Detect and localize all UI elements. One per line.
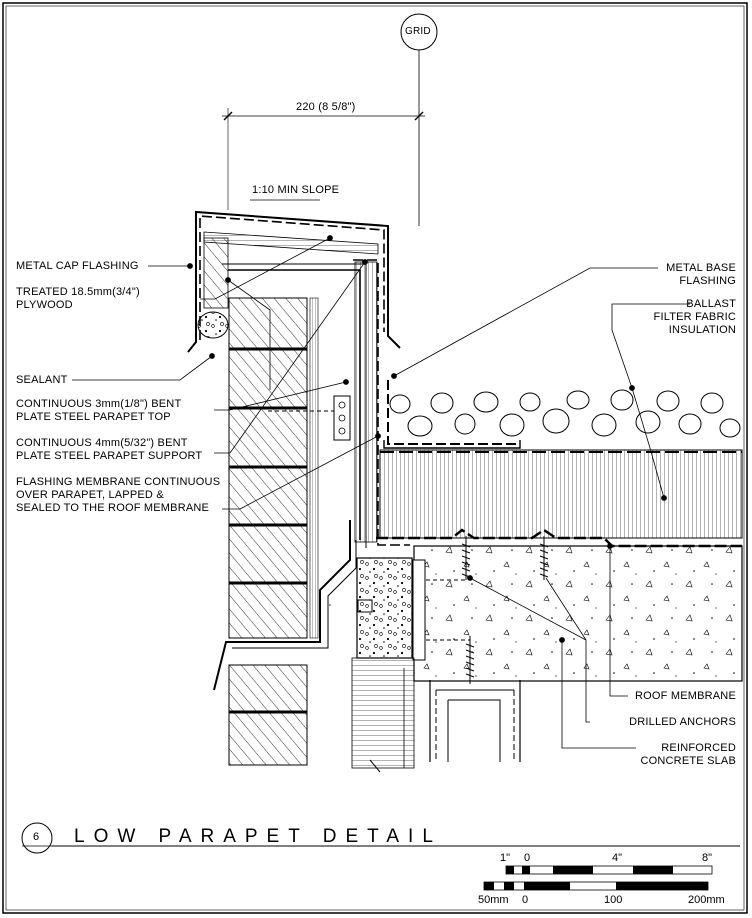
ballast-stones	[389, 389, 741, 438]
slope-label: 1:10 MIN SLOPE	[252, 184, 340, 196]
label-plywood-line2: PLYWOOD	[16, 299, 73, 311]
label-parapet-support-line2: PLATE STEEL PARAPET SUPPORT	[16, 450, 203, 462]
label-roof-membrane: ROOF MEMBRANE	[635, 690, 736, 702]
label-metal-cap-flashing: METAL CAP FLASHING	[16, 260, 139, 272]
label-parapet-top-line1: CONTINUOUS 3mm(1/8") BENT	[16, 398, 182, 410]
parapet-support-plate	[268, 259, 410, 546]
scale-metric-100: 100	[604, 894, 623, 906]
drilled-anchors	[426, 536, 549, 684]
label-membrane-line1: FLASHING MEMBRANE CONTINUOUS	[16, 476, 221, 488]
steel-channel	[429, 680, 521, 762]
concrete-curb	[356, 557, 413, 659]
label-slab-line2: CONCRETE SLAB	[640, 755, 736, 767]
scale-metric-0: 0	[522, 894, 529, 906]
label-membrane-line2: OVER PARAPET, LAPPED &	[16, 489, 164, 501]
label-membrane-line3: SEALED TO THE ROOF MEMBRANE	[16, 502, 210, 514]
metal-base-flashing	[383, 440, 521, 449]
grid-marker	[400, 13, 438, 226]
label-base-flashing-line2: FLASHING	[679, 275, 736, 287]
dimension-line	[222, 108, 425, 210]
label-insulation: INSULATION	[668, 324, 736, 336]
dimension-label: 220 (8 5/8")	[296, 101, 356, 113]
scale-imperial-8in: 8"	[702, 852, 713, 864]
label-ballast: BALLAST	[686, 298, 736, 310]
sealant-bead	[197, 311, 229, 339]
label-plywood-line1: TREATED 18.5mm(3/4")	[16, 286, 140, 298]
scale-imperial-0: 0	[524, 852, 531, 864]
scale-imperial-4in: 4"	[612, 852, 623, 864]
masonry-wall	[228, 297, 319, 766]
detail-title: LOW PARAPET DETAIL	[74, 826, 442, 847]
scale-metric-200mm: 200mm	[688, 894, 725, 906]
label-base-flashing-line1: METAL BASE	[666, 262, 736, 274]
grid-label: GRID	[405, 26, 431, 37]
label-drilled-anchors: DRILLED ANCHORS	[629, 716, 736, 728]
label-filter-fabric: FILTER FABRIC	[653, 311, 736, 323]
insulation	[379, 449, 743, 539]
label-slab-line1: REINFORCED	[661, 742, 736, 754]
title-block	[21, 822, 740, 854]
scale-bar	[483, 865, 713, 891]
scale-imperial-1in: 1"	[500, 852, 511, 864]
label-sealant: SEALANT	[16, 374, 68, 386]
label-parapet-top-line2: PLATE STEEL PARAPET TOP	[16, 411, 171, 423]
detail-number: 6	[33, 831, 40, 843]
label-parapet-support-line1: CONTINUOUS 4mm(5/32") BENT	[16, 437, 188, 449]
concrete-slab	[413, 545, 743, 682]
leader-lines	[72, 235, 381, 606]
flashing-membrane	[213, 520, 357, 691]
scale-metric-50mm: 50mm	[478, 894, 509, 906]
roof-membrane-line	[376, 528, 742, 548]
